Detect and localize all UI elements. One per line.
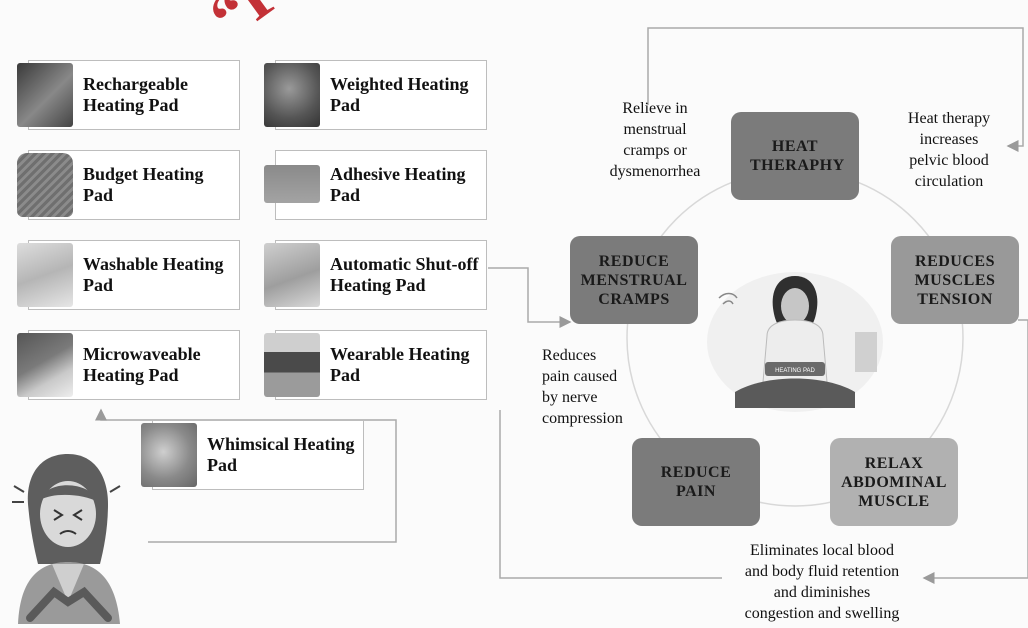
note-nerve-compression: Reduces pain caused by nerve compression bbox=[542, 347, 623, 427]
card-wearable-heating-pad: Wearable Heating Pad bbox=[264, 330, 487, 400]
whimsical-loop-arrow bbox=[95, 408, 397, 543]
pads-to-cycle-arrow bbox=[488, 267, 572, 328]
wearable-belt-icon bbox=[264, 333, 320, 397]
node-heat-therapy: HEAT THERAPHY bbox=[731, 112, 859, 200]
node-label: REDUCE PAIN bbox=[660, 464, 732, 500]
adhesive-patch-icon bbox=[264, 165, 320, 203]
top-loop-arrow bbox=[647, 27, 1024, 152]
card-label: Budget Heating Pad bbox=[83, 164, 204, 205]
node-reduce-pain: REDUCE PAIN bbox=[632, 438, 760, 526]
card-label: Whimsical Heating Pad bbox=[207, 434, 355, 475]
bottom-left-line bbox=[499, 410, 722, 579]
card-adhesive-heating-pad: Adhesive Heating Pad bbox=[264, 150, 487, 220]
washable-pad-icon bbox=[17, 243, 73, 307]
node-label: RELAX ABDOMINAL MUSCLE bbox=[841, 454, 947, 510]
right-return-arrow bbox=[922, 319, 1028, 584]
note-eliminates-retention: Eliminates local blood and body fluid re… bbox=[744, 542, 900, 622]
card-label: Washable Heating Pad bbox=[83, 254, 224, 295]
node-label: REDUCES MUSCLES TENSION bbox=[914, 252, 996, 308]
card-microwaveable-heating-pad: Microwaveable Heating Pad bbox=[17, 330, 240, 400]
rechargeable-pad-icon bbox=[17, 63, 73, 127]
hot-water-bottle-icon bbox=[17, 153, 73, 217]
card-weighted-heating-pad: Weighted Heating Pad bbox=[264, 60, 487, 130]
card-label: Wearable Heating Pad bbox=[330, 344, 470, 385]
woman-with-heating-pad-illustration: HEATING PAD bbox=[707, 272, 883, 412]
node-label: HEAT THERAPHY bbox=[750, 138, 845, 174]
node-label: REDUCE MENSTRUAL CRAMPS bbox=[580, 252, 688, 308]
card-automatic-shutoff-heating-pad: Automatic Shut-off Heating Pad bbox=[264, 240, 487, 310]
node-reduces-muscles-tension: REDUCES MUSCLES TENSION bbox=[891, 236, 1019, 324]
weighted-pad-icon bbox=[264, 63, 320, 127]
card-washable-heating-pad: Washable Heating Pad bbox=[17, 240, 240, 310]
card-whimsical-heating-pad: Whimsical Heating Pad bbox=[141, 420, 364, 490]
note-relieve-menstrual-cramps: Relieve in menstrual cramps or dysmenorr… bbox=[609, 100, 701, 180]
card-label: Rechargeable Heating Pad bbox=[83, 74, 188, 115]
auto-shutoff-pad-icon bbox=[264, 243, 320, 307]
whimsical-pad-icon bbox=[141, 423, 197, 487]
card-label: Adhesive Heating Pad bbox=[330, 164, 466, 205]
node-relax-abdominal-muscle: RELAX ABDOMINAL MUSCLE bbox=[830, 438, 958, 526]
belt-label: HEATING PAD bbox=[775, 368, 815, 374]
card-rechargeable-heating-pad: Rechargeable Heating Pad bbox=[17, 60, 240, 130]
card-label: Weighted Heating Pad bbox=[330, 74, 469, 115]
card-budget-heating-pad: Budget Heating Pad bbox=[17, 150, 240, 220]
card-label: Automatic Shut-off Heating Pad bbox=[330, 254, 479, 295]
girl-in-pain-illustration bbox=[12, 454, 121, 624]
note-heat-therapy-circulation: Heat therapy increases pelvic blood circ… bbox=[907, 110, 991, 190]
microwave-pad-icon bbox=[17, 333, 73, 397]
node-reduce-menstrual-cramps: REDUCE MENSTRUAL CRAMPS bbox=[570, 236, 698, 324]
card-label: Microwaveable Heating Pad bbox=[83, 344, 201, 385]
